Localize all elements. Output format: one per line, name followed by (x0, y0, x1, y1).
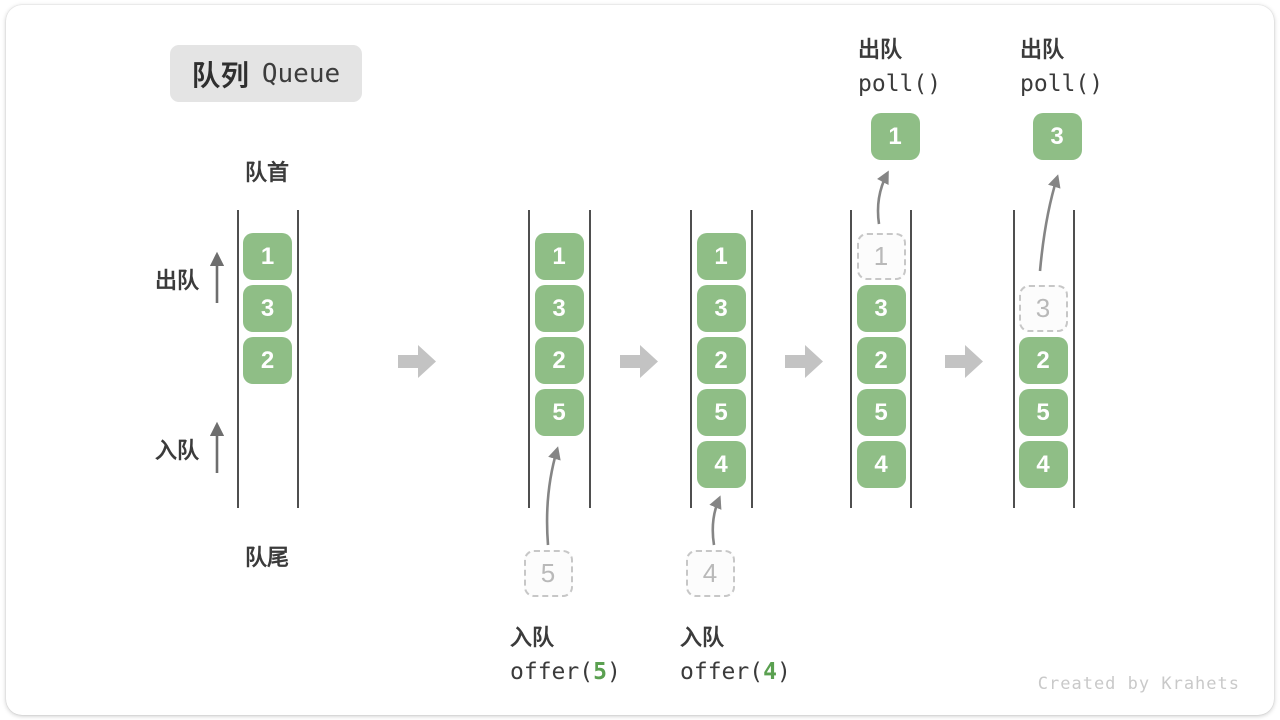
queue-2-wall-right (589, 210, 591, 508)
queue-3-cell-2: 2 (696, 337, 746, 384)
title-en: Queue (261, 58, 341, 89)
queue-3-wall-left (690, 210, 692, 508)
queue-4-popped-item: 1 (870, 113, 920, 160)
queue-5-wall-right (1073, 210, 1075, 508)
op-arg: 5 (593, 659, 607, 685)
queue-1-wall-left (237, 210, 239, 508)
queue-3-cell-3: 3 (696, 285, 746, 332)
queue-4-wall-left (850, 210, 852, 508)
dequeue-side-label: 出队 (154, 268, 200, 293)
queue-2-cell-1: 1 (534, 233, 584, 280)
op-label-code: poll() (858, 71, 942, 97)
op-arg: 4 (763, 659, 777, 685)
queue-5-cell-5: 5 (1018, 389, 1068, 436)
title-badge: 队列 Queue (170, 45, 362, 102)
enqueue-side-label: 入队 (154, 438, 200, 463)
queue-2-cell-5: 5 (534, 389, 584, 436)
queue-4-cell-1-ghost: 1 (856, 233, 906, 280)
op-label-zh: 出队 (858, 37, 903, 62)
queue-3-cell-4: 4 (696, 441, 746, 488)
queue-3-wall-right (751, 210, 753, 508)
op-enqueue-offer4: 入队 offer(4) (680, 620, 791, 685)
queue-4-cell-4: 4 (856, 441, 906, 488)
queue-3-cell-1: 1 (696, 233, 746, 280)
queue-5-cell-2: 2 (1018, 337, 1068, 384)
op-enqueue-offer5: 入队 offer(5) (510, 620, 621, 685)
op-label-zh: 出队 (1020, 37, 1065, 62)
op-label-code: offer(4) (680, 659, 791, 685)
title-zh: 队列 (191, 59, 250, 91)
queue-4-cell-3: 3 (856, 285, 906, 332)
queue-1-wall-right (297, 210, 299, 508)
queue-4-cell-2: 2 (856, 337, 906, 384)
queue-2-cell-2: 2 (534, 337, 584, 384)
watermark: Created by Krahets (1037, 674, 1240, 694)
queue-5-cell-4: 4 (1018, 441, 1068, 488)
op-dequeue-poll-2: 出队 poll() (1020, 32, 1103, 97)
queue-1-cell-2: 2 (243, 337, 292, 384)
op-label-zh: 入队 (510, 625, 555, 650)
queue-1-cell-1: 1 (243, 233, 292, 280)
diagram-card (6, 5, 1274, 715)
queue-3-staged-item: 4 (685, 550, 735, 597)
queue-5-wall-left (1013, 210, 1015, 508)
queue-1-cell-3: 3 (243, 285, 292, 332)
queue-3-cell-5: 5 (696, 389, 746, 436)
op-dequeue-poll-1: 出队 poll() (858, 32, 941, 97)
queue-4-wall-right (910, 210, 912, 508)
op-label-code: poll() (1020, 71, 1104, 97)
queue-5-popped-item: 3 (1032, 113, 1082, 160)
queue-2-wall-left (528, 210, 530, 508)
queue-2-staged-item: 5 (523, 550, 573, 597)
queue-5-cell-3-ghost: 3 (1018, 285, 1068, 332)
op-label-zh: 入队 (680, 625, 725, 650)
queue-4-cell-5: 5 (856, 389, 906, 436)
queue-rear-label: 队尾 (244, 545, 290, 570)
queue-front-label: 队首 (244, 160, 290, 185)
op-label-code: offer(5) (510, 659, 621, 685)
queue-2-cell-3: 3 (534, 285, 584, 332)
